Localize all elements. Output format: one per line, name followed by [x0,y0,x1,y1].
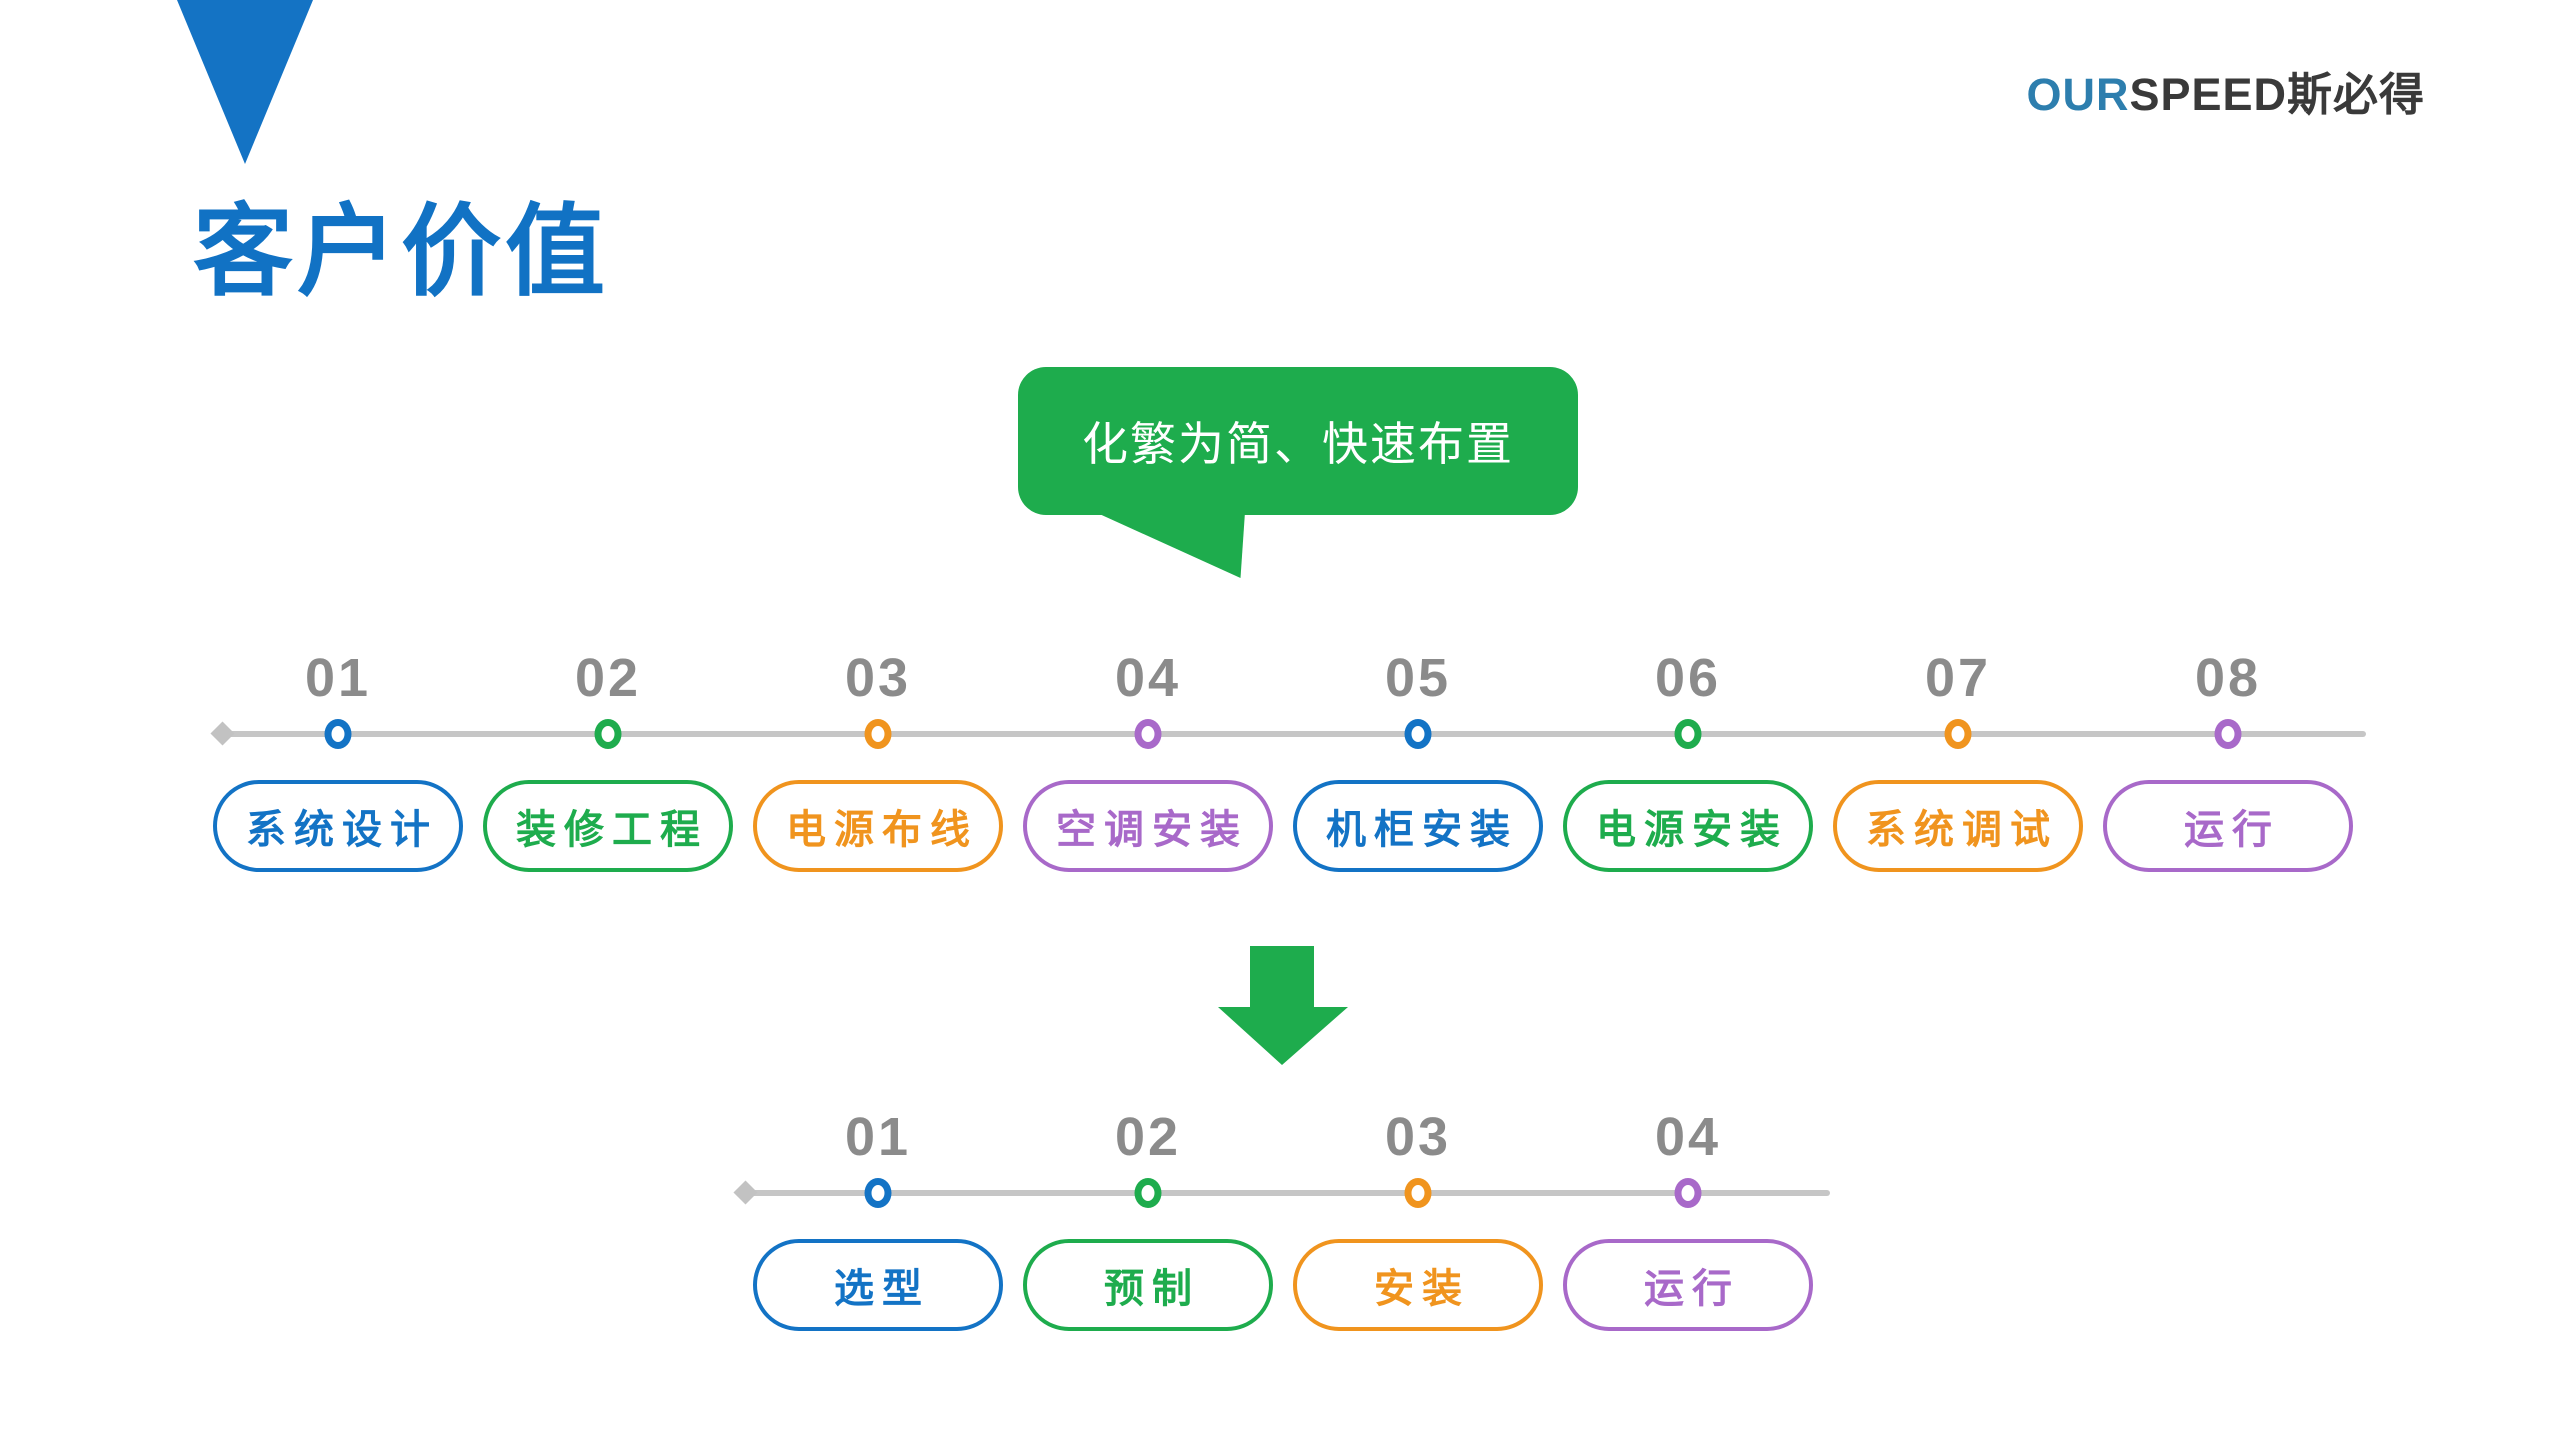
process-step: 03 电源布线 [753,640,1003,872]
step-label-pill: 机柜安装 [1293,780,1543,872]
timeline-start-diamond-icon [733,1180,758,1205]
brand-logo-accent: OUR [2026,69,2130,120]
timeline-line [222,731,2366,737]
step-dot-icon [594,719,622,749]
timeline-after: 01 选型 02 预制 03 安装 04 运行 [700,1099,2000,1359]
process-step: 03 安装 [1293,1099,1543,1331]
step-number: 06 [1654,648,1722,708]
step-dot-icon [2214,719,2242,749]
step-dot-icon [864,719,892,749]
speech-bubble-text: 化繁为简、快速布置 [1082,418,1514,470]
process-step: 05 机柜安装 [1293,640,1543,872]
step-number: 07 [1924,648,1992,708]
process-step: 02 预制 [1023,1099,1273,1331]
step-number: 02 [1114,1107,1182,1167]
process-step: 07 系统调试 [1833,640,2083,872]
step-number: 01 [844,1107,912,1167]
step-number: 03 [1384,1107,1452,1167]
process-step: 08 运行 [2103,640,2353,872]
step-label-pill: 预制 [1023,1239,1273,1331]
step-label-pill: 空调安装 [1023,780,1273,872]
corner-triangle-shape [177,0,313,164]
timeline-start-diamond-icon [210,721,235,746]
step-label-pill: 安装 [1293,1239,1543,1331]
step-dot-icon [1404,1178,1432,1208]
step-number: 02 [574,648,642,708]
step-number: 04 [1114,648,1182,708]
step-label-pill: 装修工程 [483,780,733,872]
page-title: 客户价值 [193,196,609,308]
step-number: 08 [2194,648,2262,708]
step-dot-icon [1404,719,1432,749]
process-step: 01 选型 [753,1099,1003,1331]
timeline-line [745,1190,1830,1196]
step-label-pill: 电源安装 [1563,780,1813,872]
step-dot-icon [1674,719,1702,749]
down-arrow-icon [1218,946,1348,1065]
step-dot-icon [1944,719,1972,749]
step-number: 01 [304,648,372,708]
step-label-pill: 系统设计 [213,780,463,872]
step-dot-icon [324,719,352,749]
step-label-pill: 运行 [1563,1239,1813,1331]
process-step: 02 装修工程 [483,640,733,872]
process-step: 04 运行 [1563,1099,1813,1331]
step-dot-icon [1134,719,1162,749]
speech-bubble: 化繁为简、快速布置 [1018,367,1578,515]
step-number: 03 [844,648,912,708]
step-dot-icon [1134,1178,1162,1208]
step-label-pill: 系统调试 [1833,780,2083,872]
step-dot-icon [1674,1178,1702,1208]
step-dot-icon [864,1178,892,1208]
process-step: 04 空调安装 [1023,640,1273,872]
brand-logo-rest: SPEED斯必得 [2129,69,2425,120]
timeline-before: 01 系统设计 02 装修工程 03 电源布线 04 空调安装 05 机柜安装 … [150,640,2450,900]
brand-logo: OURSPEED斯必得 [2026,58,2425,123]
step-label-pill: 运行 [2103,780,2353,872]
process-step: 01 系统设计 [213,640,463,872]
step-number: 05 [1384,648,1452,708]
step-number: 04 [1654,1107,1722,1167]
step-label-pill: 选型 [753,1239,1003,1331]
speech-bubble-tail [1095,512,1245,578]
process-step: 06 电源安装 [1563,640,1813,872]
step-label-pill: 电源布线 [753,780,1003,872]
